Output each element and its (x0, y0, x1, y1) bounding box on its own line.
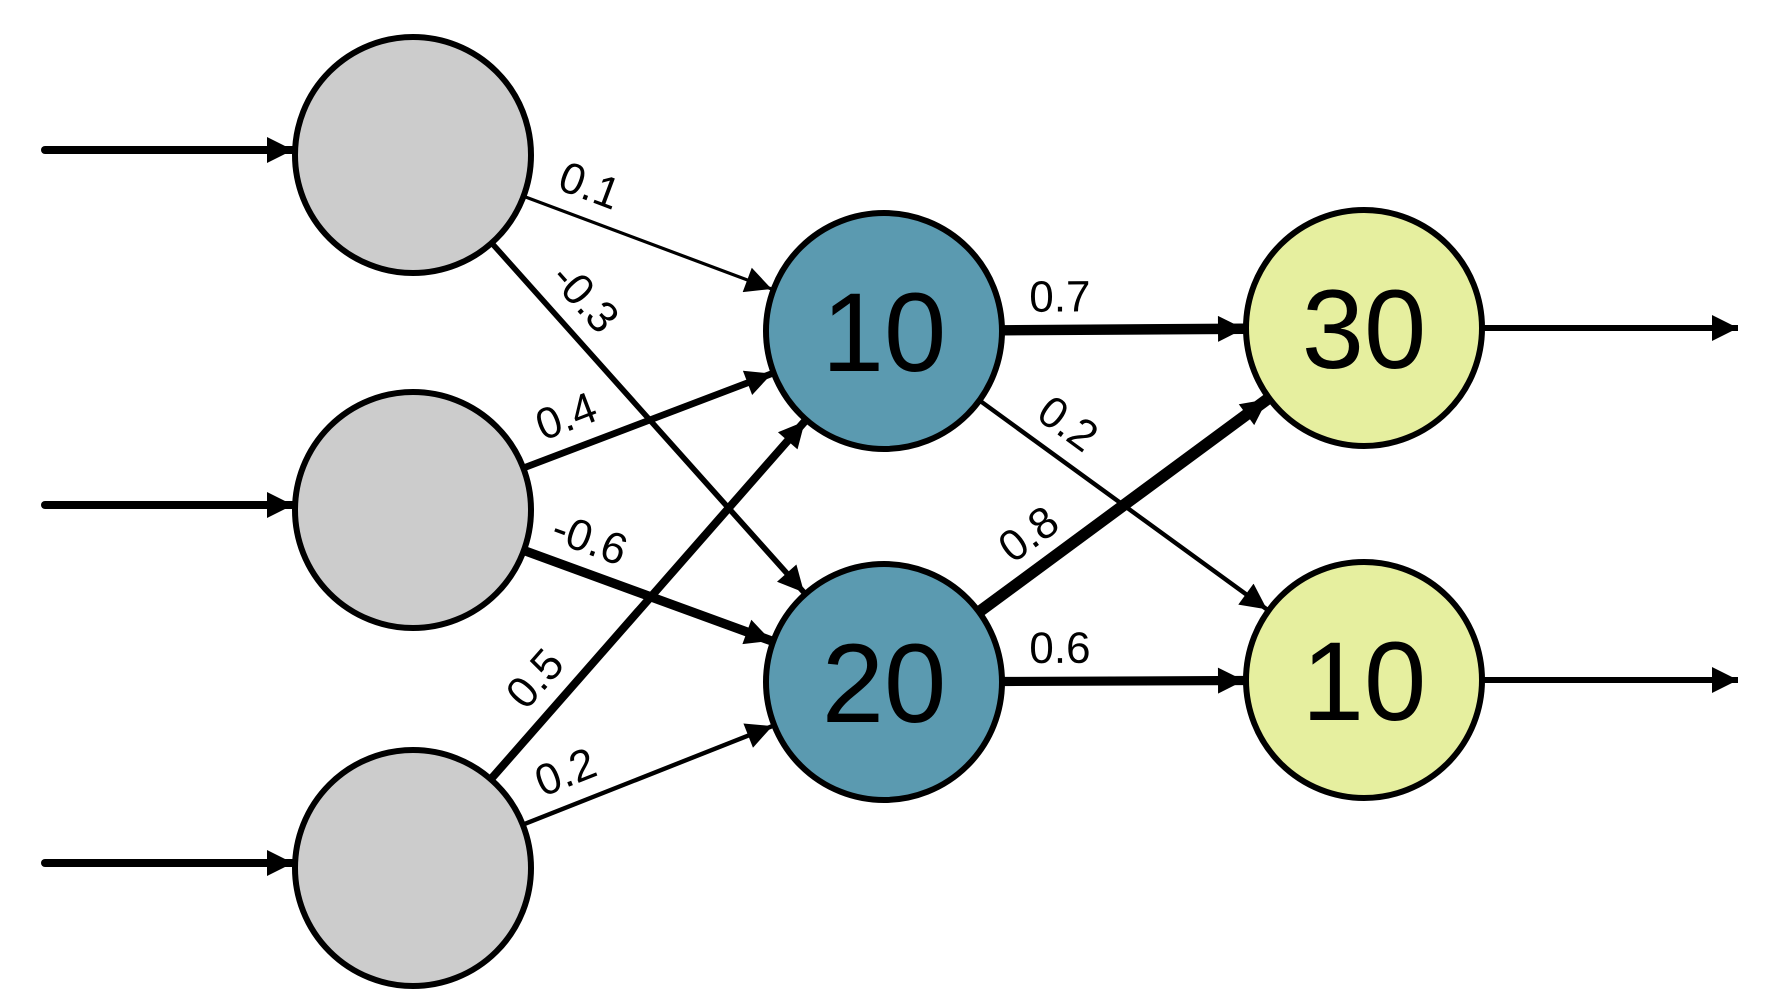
output-node (1243, 559, 1485, 801)
edge-in3-h1 (487, 418, 808, 782)
weight-label: 0.6 (1029, 624, 1090, 673)
edge-in1-h1 (522, 194, 773, 293)
input-node (292, 389, 534, 631)
weight-label: 0.2 (1029, 386, 1107, 462)
io-arrows (41, 137, 1738, 876)
edge-h2-o2 (1001, 667, 1245, 694)
hidden-node-value: 20 (822, 621, 947, 746)
output-node-value: 30 (1302, 267, 1427, 392)
hidden-node (763, 561, 1005, 803)
weight-label: 0.1 (552, 152, 626, 219)
output-node-value: 10 (1302, 619, 1427, 744)
output-node (1243, 207, 1485, 449)
edge-h2-o1 (975, 394, 1271, 617)
edge-in2-h1 (522, 370, 774, 472)
weight-label: 0.5 (497, 640, 574, 718)
input-node (292, 34, 534, 276)
edge-h1-o1 (1001, 315, 1245, 342)
hidden-node (763, 210, 1005, 452)
hidden-node-value: 10 (822, 270, 947, 395)
weight-label: 0.7 (1029, 272, 1090, 321)
weight-label: -0.3 (541, 253, 628, 342)
nodes: 10 20 30 10 (292, 34, 1485, 989)
edges (487, 194, 1271, 827)
input-node (292, 747, 534, 989)
edge-in3-h2 (521, 723, 774, 827)
